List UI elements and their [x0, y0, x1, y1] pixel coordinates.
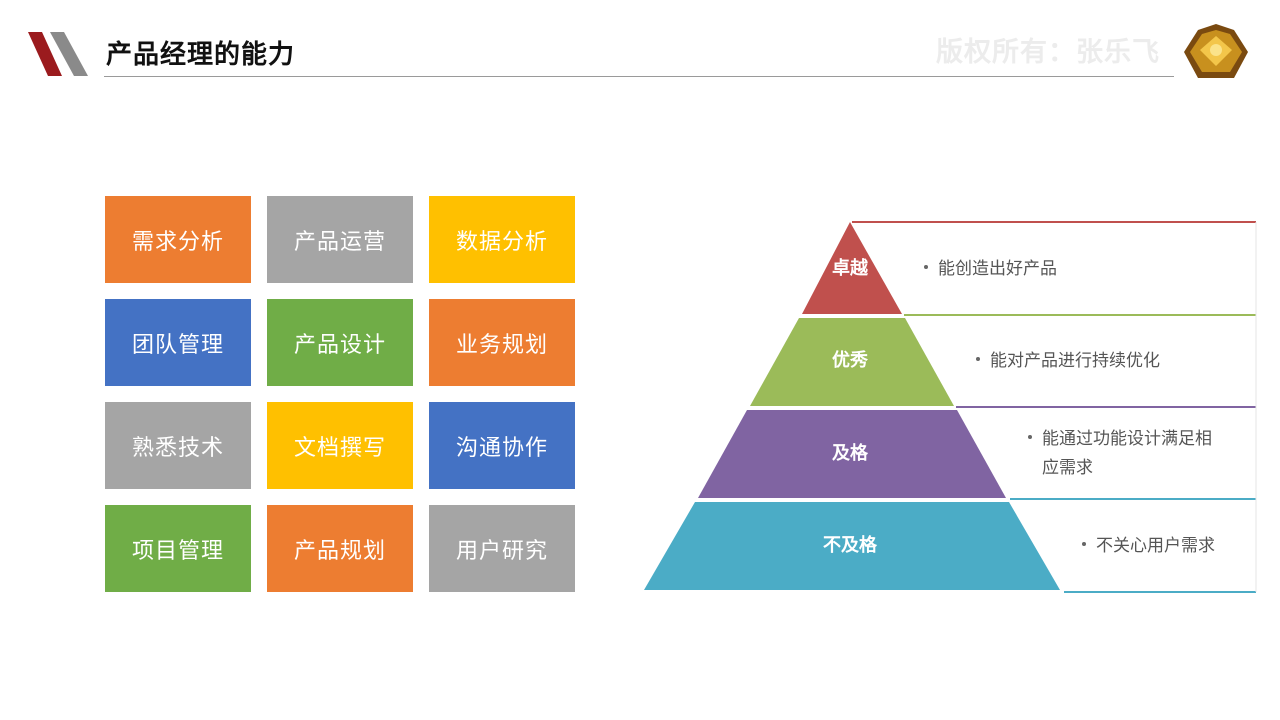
skill-tile: 项目管理 [105, 505, 251, 592]
pyramid-tier-desc: 能创造出好产品 [938, 259, 1057, 279]
capability-pyramid: 卓越 优秀 及格 不及格 能创造出好产品 能对产品进行持续优化 能通过功能设计满… [644, 221, 1257, 593]
skill-tile: 产品规划 [267, 505, 413, 592]
copyright-watermark: 版权所有：张乐飞 [936, 37, 1160, 68]
skill-tile: 数据分析 [429, 196, 575, 283]
skill-tile: 业务规划 [429, 299, 575, 386]
pyramid-tier-pass [698, 410, 1006, 498]
skill-tile: 团队管理 [105, 299, 251, 386]
pyramid-tier-label: 及格 [832, 442, 869, 464]
pyramid-tier-label: 卓越 [832, 257, 869, 279]
bullet-dot [1028, 435, 1032, 439]
page-title: 产品经理的能力 [106, 40, 296, 70]
pyramid-tier-excellent [802, 222, 902, 314]
skill-tile: 文档撰写 [267, 402, 413, 489]
pyramid-tier-good [750, 318, 954, 406]
pyramid-tier-label: 不及格 [823, 534, 878, 556]
brand-logo-stripes [28, 32, 88, 76]
skill-tile: 熟悉技术 [105, 402, 251, 489]
pyramid-tier-desc: 不关心用户需求 [1096, 536, 1215, 556]
bullet-dot [976, 357, 980, 361]
pyramid-tier-desc: 应需求 [1042, 458, 1093, 478]
skill-grid: 需求分析 产品运营 数据分析 团队管理 产品设计 业务规划 熟悉技术 文档撰写 … [105, 196, 575, 592]
skill-tile: 沟通协作 [429, 402, 575, 489]
bullet-dot [924, 265, 928, 269]
pyramid-tier-label: 优秀 [832, 349, 868, 371]
header-divider [104, 76, 1174, 77]
gold-ornament-icon [1184, 24, 1248, 78]
pyramid-tier-desc: 能对产品进行持续优化 [990, 351, 1160, 371]
skill-tile: 用户研究 [429, 505, 575, 592]
bullet-dot [1082, 542, 1086, 546]
pyramid-tier-desc: 能通过功能设计满足相 [1042, 429, 1212, 449]
skill-tile: 需求分析 [105, 196, 251, 283]
pyramid-tier-fail [644, 502, 1060, 590]
skill-tile: 产品设计 [267, 299, 413, 386]
skill-tile: 产品运营 [267, 196, 413, 283]
